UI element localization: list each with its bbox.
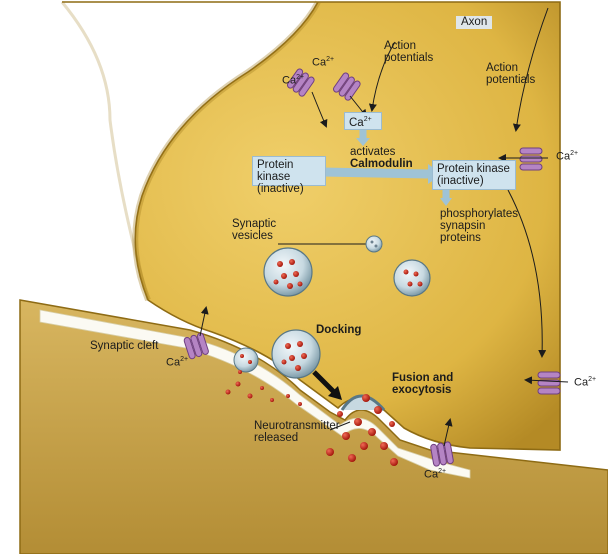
ca-label-6: Ca2+ (574, 376, 596, 389)
calcium-channel-3 (520, 148, 542, 170)
ca-label-2: Ca2+ (282, 74, 304, 87)
action-potentials-right-label: Action potentials (486, 62, 548, 86)
synaptic-vesicles-label: Synaptic vesicles (232, 218, 284, 242)
phosphorylates-label: phosphorylates synapsin proteins (440, 208, 514, 244)
calmodulin-label: Calmodulin (350, 158, 413, 170)
ca-label-1: Ca2+ (312, 56, 334, 69)
protein-kinase-inactive-right: Protein kinase (inactive) (432, 160, 516, 190)
vesicle-membrane (234, 348, 258, 372)
docking-label: Docking (316, 324, 361, 336)
ca-box: Ca2+ (344, 112, 382, 130)
ca-label-3: Ca2+ (556, 150, 578, 163)
ca-label-5: Ca2+ (424, 468, 446, 481)
vesicle-docking (272, 330, 320, 378)
fusion-exocytosis-label: Fusion and exocytosis (392, 372, 472, 396)
ca-label-4: Ca2+ (166, 356, 188, 369)
vesicle-1 (264, 248, 312, 296)
neurotransmitter-released-label: Neurotransmitter released (254, 420, 344, 444)
vesicle-small (366, 236, 382, 252)
calcium-channel-5 (430, 441, 454, 466)
action-potentials-left-label: Action potentials (384, 40, 446, 64)
vesicle-2 (394, 260, 430, 296)
synaptic-cleft-label: Synaptic cleft (90, 340, 158, 352)
kinase-arrow (322, 172, 428, 174)
axon-label: Axon (456, 16, 492, 29)
protein-kinase-inactive-left: Protein kinase (inactive) (252, 156, 326, 186)
calcium-channel-6 (538, 372, 560, 394)
activates-label: activates (350, 146, 395, 158)
